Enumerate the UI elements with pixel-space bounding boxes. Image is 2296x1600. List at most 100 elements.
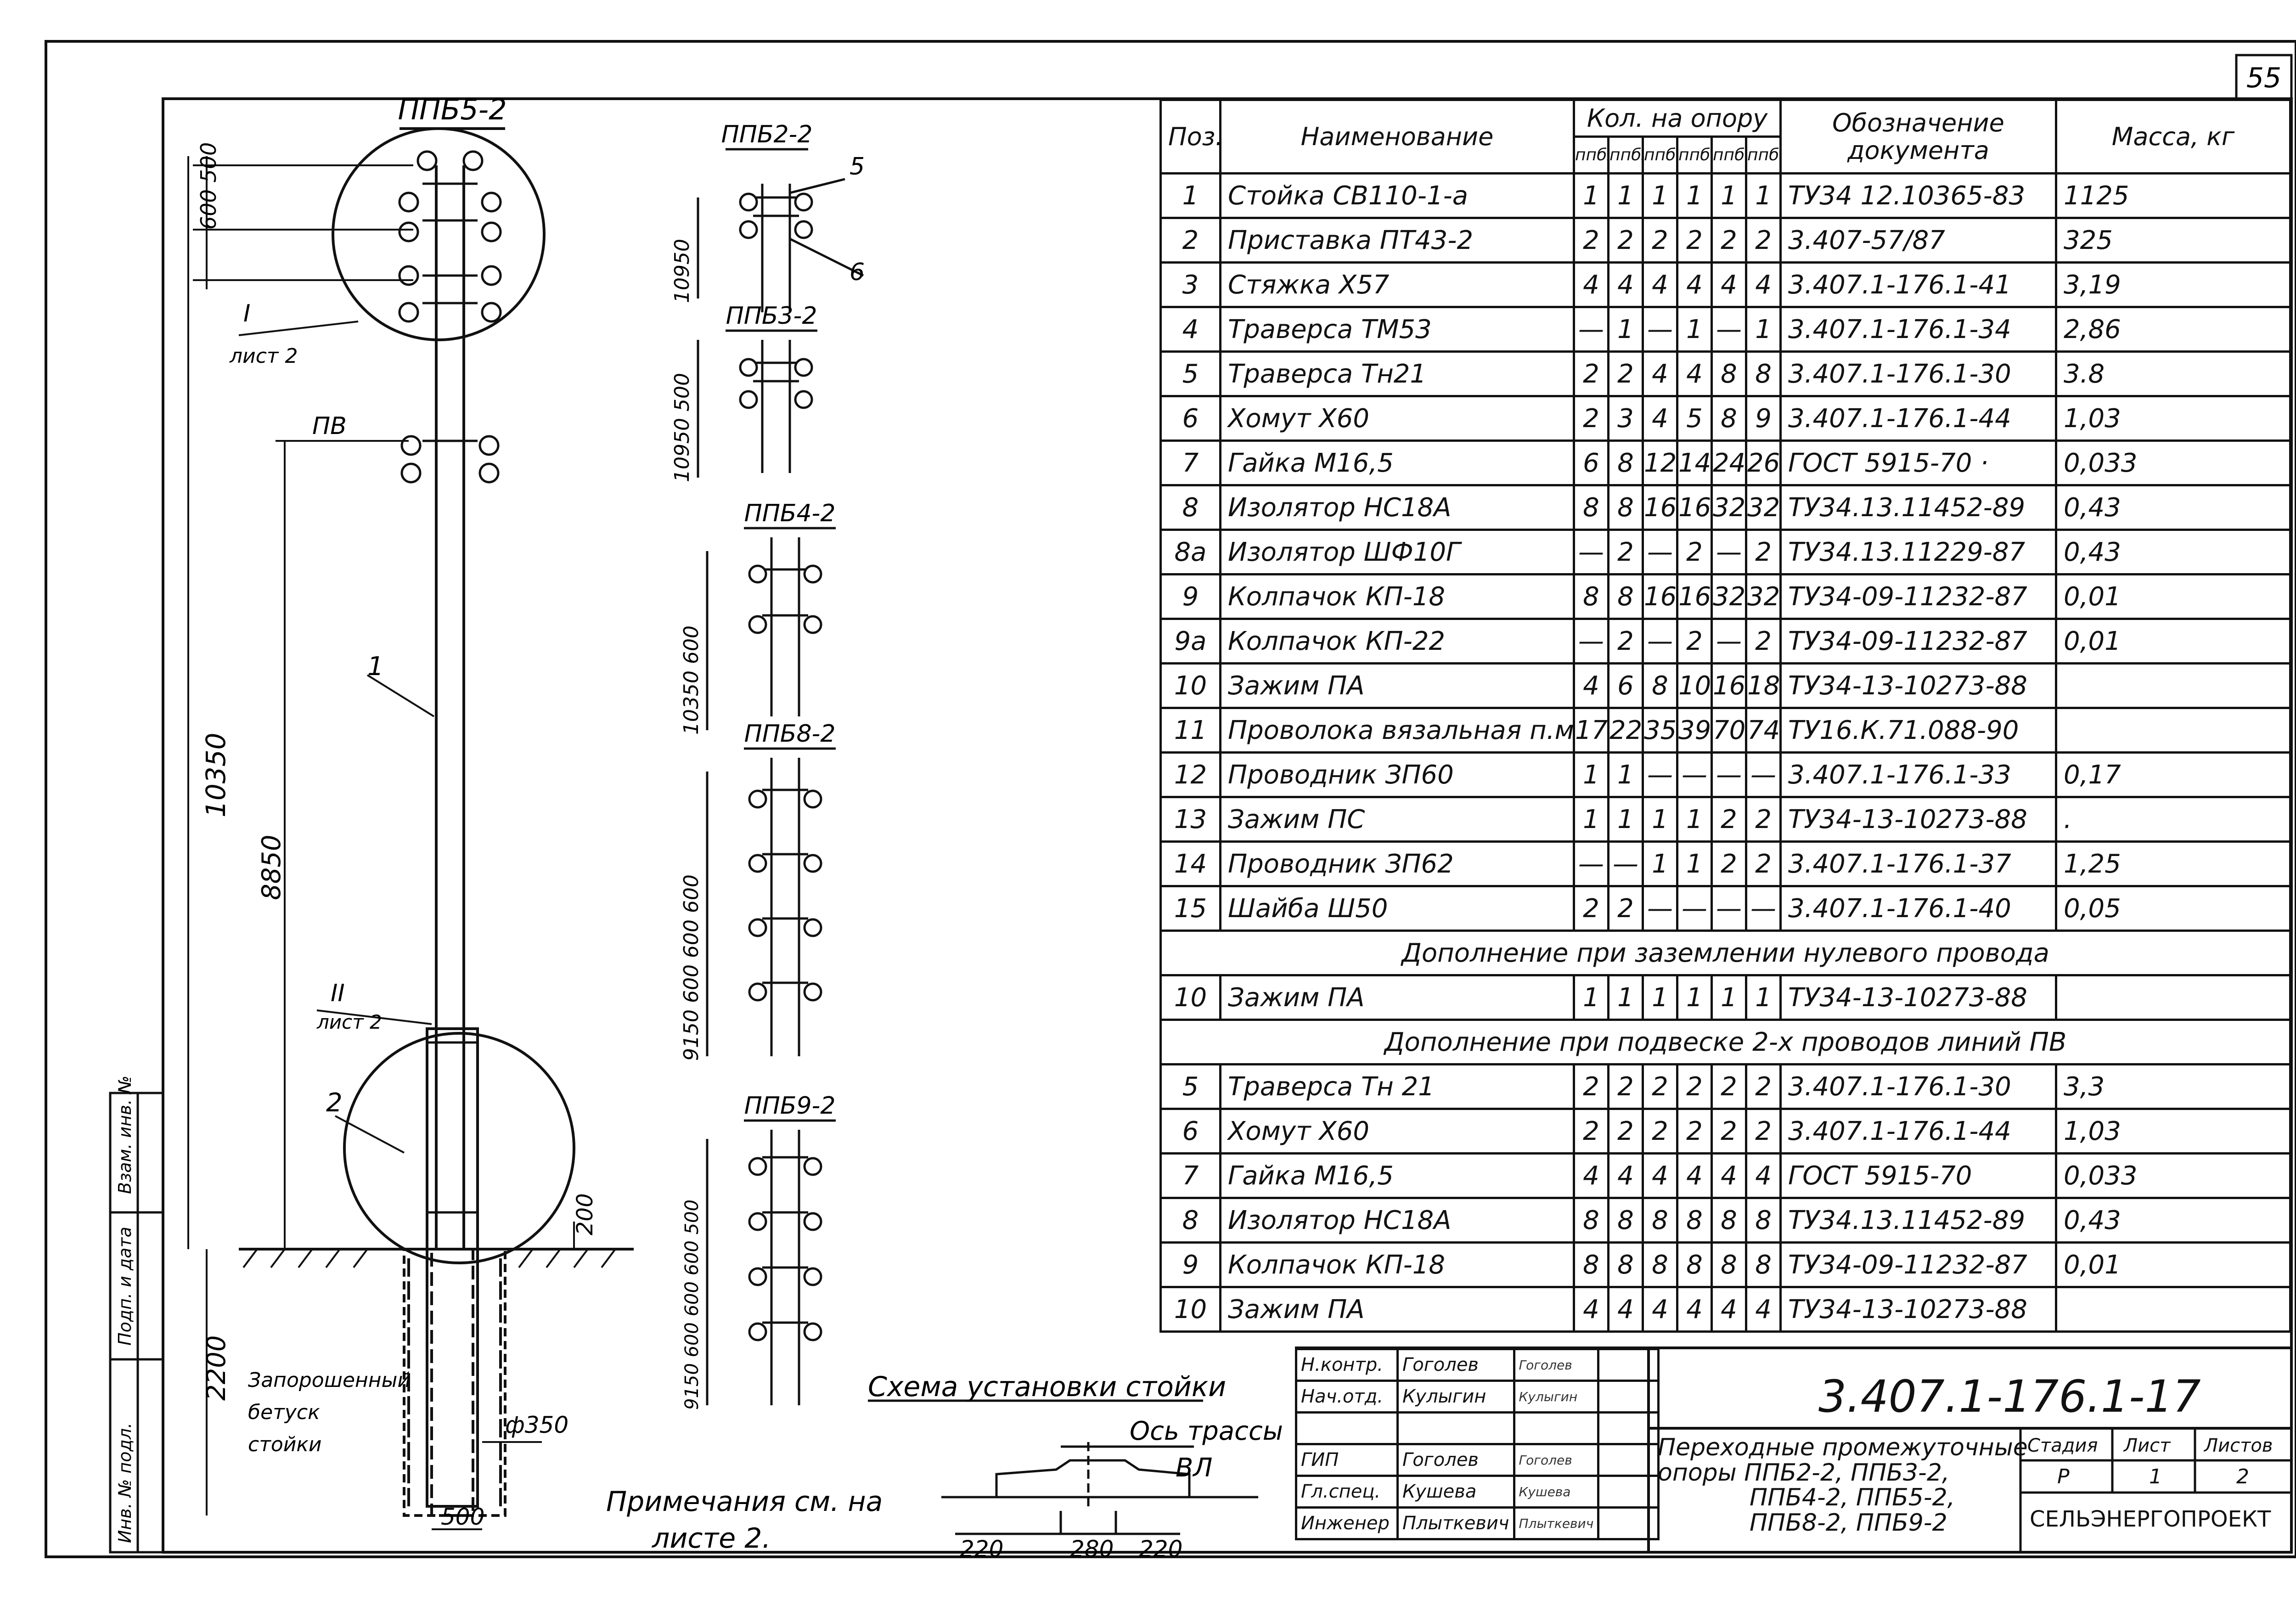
row-doc: ТУ34.13.11229-87 bbox=[1779, 529, 2058, 575]
row-name: Изолятор НС18А bbox=[1219, 1197, 1575, 1244]
signature-mark: Плыткевич bbox=[1513, 1506, 1600, 1540]
description-line-3: ППБ4-2, ППБ5-2, bbox=[1750, 1484, 1955, 1512]
header-doc: Обозначение документа bbox=[1779, 99, 2058, 175]
row-pos: 10 bbox=[1159, 974, 1221, 1021]
row-qty: 2 bbox=[1573, 1063, 1609, 1110]
main-pole-drawing bbox=[187, 127, 634, 1530]
row-qty: 8 bbox=[1676, 1197, 1713, 1244]
row-pos: 8а bbox=[1159, 529, 1221, 575]
row-qty: 8 bbox=[1607, 439, 1644, 486]
row-qty: 4 bbox=[1573, 662, 1609, 709]
row-mass bbox=[2055, 707, 2292, 754]
row-doc: 3.407.1-176.1-30 bbox=[1779, 350, 2058, 397]
row-qty: 4 bbox=[1607, 1286, 1644, 1333]
row-qty: 2 bbox=[1607, 529, 1644, 575]
row-qty: 4 bbox=[1642, 1286, 1678, 1333]
row-qty: 2 bbox=[1711, 1108, 1747, 1155]
backfill-2: бетуск bbox=[248, 1401, 320, 1424]
row-qty: 1 bbox=[1676, 172, 1713, 219]
row-doc: ГОСТ 5915-70 bbox=[1779, 1152, 2058, 1199]
scheme-axis-2: ВЛ bbox=[1176, 1453, 1213, 1483]
row-name: Стяжка Х57 bbox=[1219, 261, 1575, 308]
row-pos: 13 bbox=[1159, 796, 1221, 843]
row-doc: ТУ34-13-10273-88 bbox=[1779, 974, 2058, 1021]
row-qty: — bbox=[1745, 885, 1782, 932]
header-name: Наименование bbox=[1219, 99, 1575, 175]
row-qty: 1 bbox=[1607, 172, 1644, 219]
row-pos: 12 bbox=[1159, 751, 1221, 798]
row-qty: 2 bbox=[1642, 217, 1678, 264]
signature-row bbox=[1295, 1411, 1660, 1445]
row-pos: 2 bbox=[1159, 217, 1221, 264]
org-name: СЕЛЬЭНЕРГОПРОЕКТ bbox=[2030, 1506, 2271, 1532]
row-qty: 1 bbox=[1642, 172, 1678, 219]
row-mass: 0,43 bbox=[2055, 1197, 2292, 1244]
row-qty: 8 bbox=[1711, 1241, 1747, 1288]
row-qty: — bbox=[1573, 840, 1609, 887]
variant-4-dim: 9150 600 600 600 bbox=[680, 874, 703, 1061]
row-mass: 0,43 bbox=[2055, 529, 2292, 575]
row-qty: — bbox=[1607, 840, 1644, 887]
row-qty: 1 bbox=[1745, 306, 1782, 353]
row-name: Колпачок КП-22 bbox=[1219, 618, 1575, 665]
backfill-3: стойки bbox=[248, 1433, 322, 1456]
row-qty: 1 bbox=[1607, 306, 1644, 353]
variant-1-dim: 10950 bbox=[670, 239, 694, 303]
row-name: Шайба Ш50 bbox=[1219, 885, 1575, 932]
row-qty: 4 bbox=[1711, 1152, 1747, 1199]
row-qty: 4 bbox=[1676, 261, 1713, 308]
dim-8850: 8850 bbox=[257, 834, 287, 900]
row-qty: 4 bbox=[1745, 261, 1782, 308]
sheet-number-box bbox=[2235, 54, 2293, 100]
qty-col-header: ппб5 bbox=[1676, 135, 1713, 175]
row-qty: 8 bbox=[1642, 1197, 1678, 1244]
row-name: Приставка ПТ43-2 bbox=[1219, 217, 1575, 264]
row-mass: 325 bbox=[2055, 217, 2292, 264]
qty-col-header: ппб9 bbox=[1745, 135, 1782, 175]
signature-name bbox=[1396, 1411, 1515, 1445]
row-qty: 22,0 bbox=[1607, 707, 1644, 754]
row-qty: 5 bbox=[1676, 395, 1713, 442]
row-qty: 2 bbox=[1711, 1063, 1747, 1110]
row-qty: 8 bbox=[1745, 1241, 1782, 1288]
row-qty: 8 bbox=[1745, 1197, 1782, 1244]
row-qty: 2 bbox=[1745, 1108, 1782, 1155]
row-qty: 3 bbox=[1607, 395, 1644, 442]
row-mass: 1125 bbox=[2055, 172, 2292, 219]
ref-II-sheet: лист 2 bbox=[316, 1011, 382, 1033]
signature-role: Нач.отд. bbox=[1295, 1380, 1399, 1414]
side-stamp-2: Подп. и дата bbox=[115, 1227, 135, 1346]
row-qty: 10 bbox=[1676, 662, 1713, 709]
signature-role: ГИП bbox=[1295, 1443, 1399, 1477]
row-qty: 2 bbox=[1573, 217, 1609, 264]
row-qty: 2 bbox=[1607, 217, 1644, 264]
main-pole-title: ППБ5-2 bbox=[398, 93, 506, 126]
row-qty: 4 bbox=[1745, 1286, 1782, 1333]
row-mass: 0,43 bbox=[2055, 484, 2292, 531]
section-title: Дополнение при заземлении нулевого прово… bbox=[1159, 930, 2292, 976]
row-qty: 2 bbox=[1745, 618, 1782, 665]
row-qty: 1 bbox=[1745, 172, 1782, 219]
row-qty: 16 bbox=[1711, 662, 1747, 709]
row-qty: — bbox=[1711, 618, 1747, 665]
variant-3-title: ППБ4-2 bbox=[744, 500, 836, 527]
row-mass: 0,17 bbox=[2055, 751, 2292, 798]
row-doc: ТУ34-13-10273-88 bbox=[1779, 1286, 2058, 1333]
row-name: Проводник ЗП62 bbox=[1219, 840, 1575, 887]
row-qty: 2 bbox=[1573, 885, 1609, 932]
variant-4-title: ППБ8-2 bbox=[744, 720, 836, 748]
row-doc: 3.407.1-176.1-30 bbox=[1779, 1063, 2058, 1110]
row-name: Гайка М16,5 bbox=[1219, 439, 1575, 486]
row-qty: — bbox=[1642, 751, 1678, 798]
row-qty: 2 bbox=[1745, 217, 1782, 264]
row-doc: ТУ34-13-10273-88 bbox=[1779, 796, 2058, 843]
